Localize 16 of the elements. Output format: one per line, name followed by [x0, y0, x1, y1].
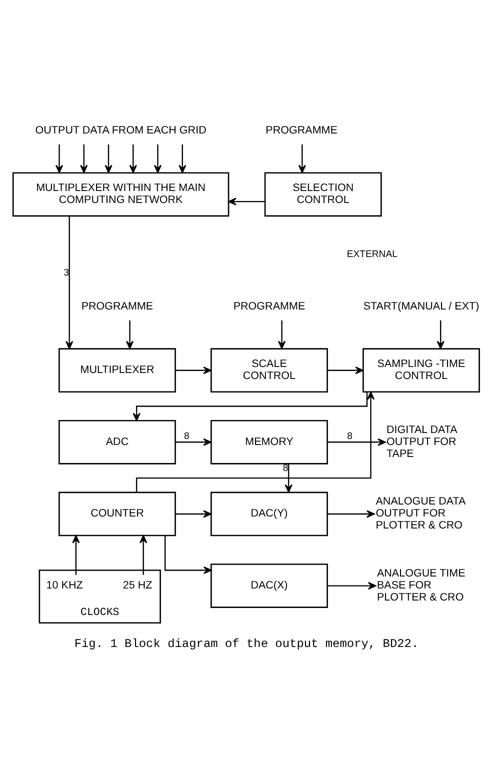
label: EXTERNAL: [346, 248, 398, 260]
node-text: ANALOGUE DATA OUTPUT FOR PLOTTER & CRO: [376, 495, 466, 532]
edge-label: 3: [64, 267, 70, 278]
edge-label: 8: [184, 430, 190, 442]
node-text: 10 KHZ: [46, 578, 83, 591]
caption: Fig. 1 Block diagram of the output memory, BD22.: [74, 636, 419, 650]
node-text: ANALOGUE TIME BASE FOR PLOTTER & CRO: [376, 566, 466, 603]
node-text: PROGRAMME: [233, 300, 306, 312]
edge-label: 8: [282, 462, 288, 474]
node-text: DIGITAL DATA OUTPUT FOR TAPE: [386, 423, 458, 460]
node-text: 25 HZ: [122, 578, 152, 591]
node-text: OUTPUT DATA FROM EACH GRID: [35, 124, 206, 136]
node-text: PROGRAMME: [266, 124, 338, 136]
node-text: START(MANUAL / EXT): [363, 300, 480, 312]
node-text: PROGRAMME: [81, 300, 154, 312]
edge-label: 8: [347, 430, 353, 442]
